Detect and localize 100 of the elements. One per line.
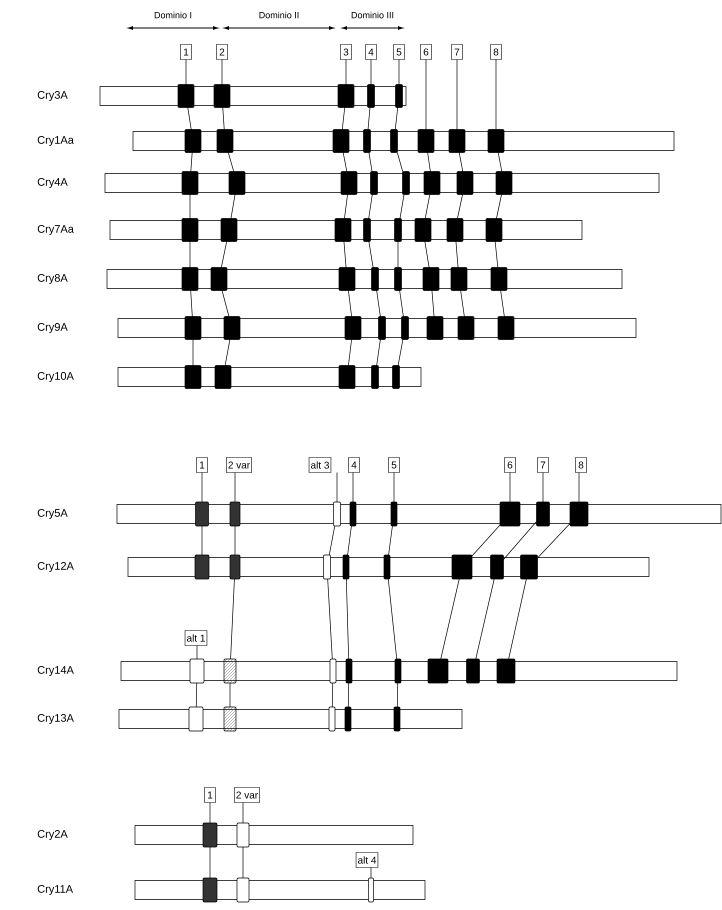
connector-line bbox=[342, 152, 348, 172]
protein-name: Cry14A bbox=[38, 666, 74, 676]
connector-line bbox=[332, 682, 334, 708]
connector-line bbox=[196, 645, 198, 660]
connector-line bbox=[376, 290, 381, 317]
conserved-block bbox=[228, 171, 246, 195]
domain-label: Dominio II bbox=[259, 12, 298, 18]
conserved-block bbox=[466, 658, 480, 684]
connector-line bbox=[460, 290, 465, 317]
label-box: 1 bbox=[204, 787, 216, 803]
connector-line bbox=[424, 194, 430, 219]
label-box: 8 bbox=[575, 457, 587, 473]
label-box: alt 4 bbox=[356, 852, 378, 868]
connector-line bbox=[234, 526, 236, 556]
connector-line bbox=[192, 339, 194, 366]
label-box: 8 bbox=[490, 44, 502, 60]
conserved-block bbox=[236, 878, 250, 902]
connector-line bbox=[224, 339, 230, 366]
conserved-block bbox=[378, 316, 386, 340]
conserved-block bbox=[363, 129, 371, 153]
connector-line bbox=[352, 472, 354, 502]
conserved-block bbox=[182, 218, 198, 242]
connector-line bbox=[336, 472, 338, 502]
conserved-block bbox=[401, 316, 409, 340]
conserved-block bbox=[390, 502, 398, 526]
conserved-block bbox=[350, 502, 356, 526]
conserved-block bbox=[496, 658, 516, 684]
conserved-block bbox=[224, 706, 236, 732]
conserved-block bbox=[236, 822, 250, 848]
connector-line bbox=[394, 107, 398, 130]
connector-line bbox=[472, 524, 500, 556]
conserved-block bbox=[344, 316, 362, 340]
protein-name: Cry7Aa bbox=[38, 225, 74, 235]
conserved-block bbox=[486, 218, 502, 242]
conserved-block bbox=[340, 171, 358, 195]
conserved-block bbox=[426, 316, 444, 340]
connector-line bbox=[368, 107, 370, 130]
conserved-block bbox=[220, 218, 238, 242]
protein-name: Cry2A bbox=[38, 830, 68, 840]
connector-line bbox=[221, 241, 227, 268]
conserved-block bbox=[184, 129, 202, 153]
conserved-block bbox=[424, 171, 440, 195]
conserved-block bbox=[202, 822, 218, 848]
label-box: 4 bbox=[348, 457, 360, 473]
connector-line bbox=[388, 526, 393, 556]
conserved-block bbox=[224, 658, 236, 684]
conserved-block bbox=[371, 365, 379, 389]
conserved-block bbox=[195, 502, 209, 526]
connector-line bbox=[398, 59, 400, 85]
connector-line bbox=[508, 578, 527, 660]
connector-line bbox=[376, 339, 381, 366]
conserved-block bbox=[452, 554, 472, 580]
conserved-block bbox=[458, 316, 474, 340]
conserved-block bbox=[394, 218, 402, 242]
label-box: 2 var bbox=[226, 457, 252, 473]
conserved-block bbox=[536, 502, 550, 526]
conserved-block bbox=[490, 267, 508, 291]
connector-line bbox=[196, 682, 198, 708]
conserved-block bbox=[446, 218, 464, 242]
connector-line bbox=[424, 241, 430, 268]
connector-line bbox=[500, 290, 505, 317]
label-box: 2 var bbox=[234, 787, 260, 803]
label-box: 1 bbox=[196, 457, 208, 473]
connector-line bbox=[234, 472, 236, 502]
connector-line bbox=[368, 241, 374, 268]
label-box: 6 bbox=[420, 44, 432, 60]
domain-label: Dominio III bbox=[352, 12, 394, 18]
connector-line bbox=[399, 290, 404, 317]
connector-line bbox=[456, 241, 458, 268]
conserved-block bbox=[188, 706, 204, 732]
connector-line bbox=[498, 152, 502, 172]
conserved-block bbox=[330, 658, 336, 684]
connector-line bbox=[475, 578, 495, 660]
connector-line bbox=[242, 846, 244, 878]
connector-line bbox=[327, 578, 333, 660]
conserved-block bbox=[216, 129, 234, 153]
label-box: 5 bbox=[388, 457, 400, 473]
conserved-block bbox=[488, 129, 504, 153]
protein-name: Cry1Aa bbox=[38, 136, 74, 146]
conserved-block bbox=[344, 706, 352, 732]
protein-name: Cry9A bbox=[38, 323, 68, 333]
label-box: 5 bbox=[393, 44, 405, 60]
conserved-block bbox=[414, 218, 432, 242]
label-box: alt 3 bbox=[308, 457, 332, 473]
protein-name: Cry5A bbox=[38, 509, 68, 519]
conserved-block bbox=[346, 658, 352, 684]
conserved-block bbox=[496, 171, 512, 195]
label-box: 2 bbox=[216, 44, 228, 60]
connector-line bbox=[400, 194, 404, 219]
conserved-block bbox=[395, 84, 403, 108]
conserved-block bbox=[338, 365, 356, 389]
connector-line bbox=[344, 241, 346, 268]
connector-line bbox=[496, 194, 502, 219]
connector-line bbox=[348, 339, 352, 366]
connector-line bbox=[457, 194, 463, 219]
conserved-block bbox=[428, 658, 448, 684]
connector-line bbox=[368, 194, 373, 219]
conserved-block bbox=[214, 365, 232, 389]
protein-name: Cry10A bbox=[38, 372, 74, 382]
conserved-block bbox=[368, 878, 374, 902]
